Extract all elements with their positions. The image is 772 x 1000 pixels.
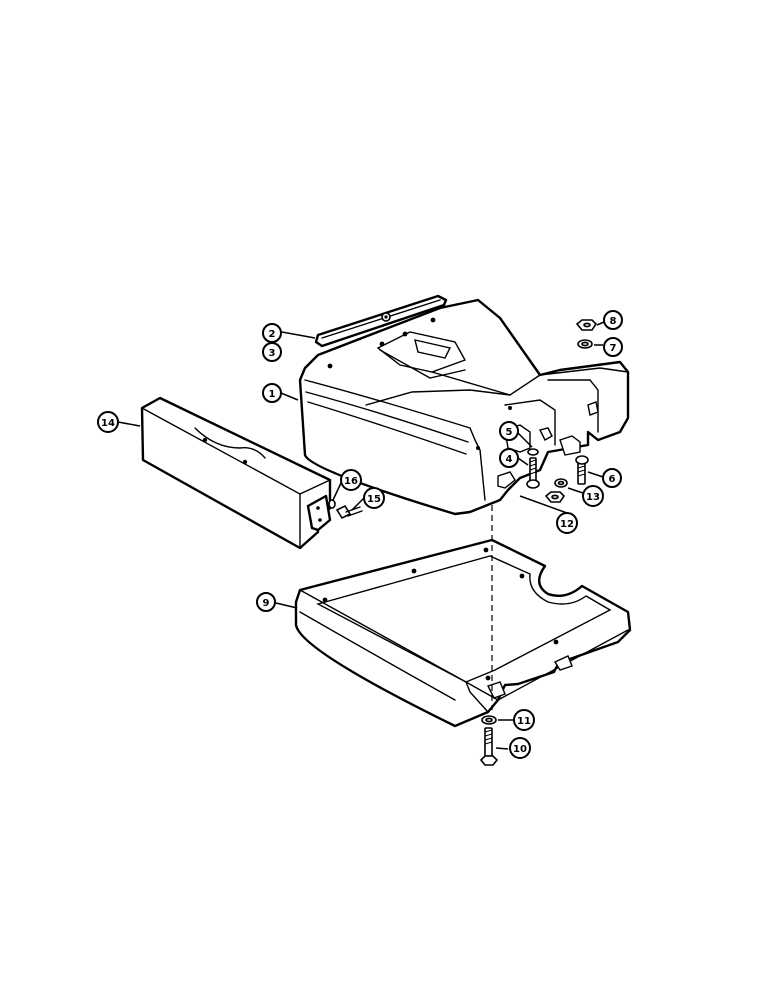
callout-15: 15	[363, 487, 385, 509]
callout-11: 11	[513, 709, 535, 731]
weight-casting-part-1	[298, 298, 630, 516]
side-weight-part-14	[140, 396, 332, 550]
callout-label: 3	[269, 348, 276, 359]
callout-label: 11	[517, 716, 531, 727]
bolt-part-15	[335, 504, 363, 520]
callout-label: 15	[367, 494, 381, 505]
washer-part-11	[481, 715, 497, 725]
callout-5: 5	[499, 421, 519, 441]
callout-4: 4	[499, 448, 519, 468]
callout-label: 13	[586, 492, 600, 503]
callout-7: 7	[603, 337, 623, 357]
callout-2: 2	[262, 323, 282, 343]
callout-label: 12	[560, 519, 574, 530]
bolt-part-10	[479, 727, 499, 766]
callout-8: 8	[603, 310, 623, 330]
callout-label: 6	[609, 474, 616, 485]
callout-label: 4	[506, 454, 513, 465]
callout-label: 2	[269, 329, 276, 340]
callout-label: 14	[101, 418, 115, 429]
nut-part-8	[575, 319, 598, 331]
callout-label: 1	[269, 389, 276, 400]
callout-13: 13	[582, 485, 604, 507]
callout-label: 7	[610, 343, 617, 354]
strap-part-2-3	[314, 294, 448, 348]
washer-part-13	[554, 478, 568, 488]
callout-label: 5	[506, 427, 513, 438]
bolt-part-4	[526, 457, 540, 489]
callout-1: 1	[262, 383, 282, 403]
nut-part-12	[544, 491, 566, 503]
washer-part-16	[328, 499, 336, 509]
callout-9: 9	[256, 592, 276, 612]
bolt-part-6	[575, 455, 589, 485]
callout-16: 16	[340, 469, 362, 491]
callout-14: 14	[97, 411, 119, 433]
callout-12: 12	[556, 512, 578, 534]
callout-label: 9	[263, 598, 270, 609]
callout-6: 6	[602, 468, 622, 488]
callout-label: 8	[610, 316, 617, 327]
base-tray-part-9	[294, 538, 632, 728]
callout-label: 16	[344, 476, 358, 487]
washer-part-5	[527, 448, 539, 456]
nut-part-7	[577, 339, 593, 349]
callout-10: 10	[509, 737, 531, 759]
callout-3: 3	[262, 342, 282, 362]
callout-label: 10	[513, 744, 527, 755]
